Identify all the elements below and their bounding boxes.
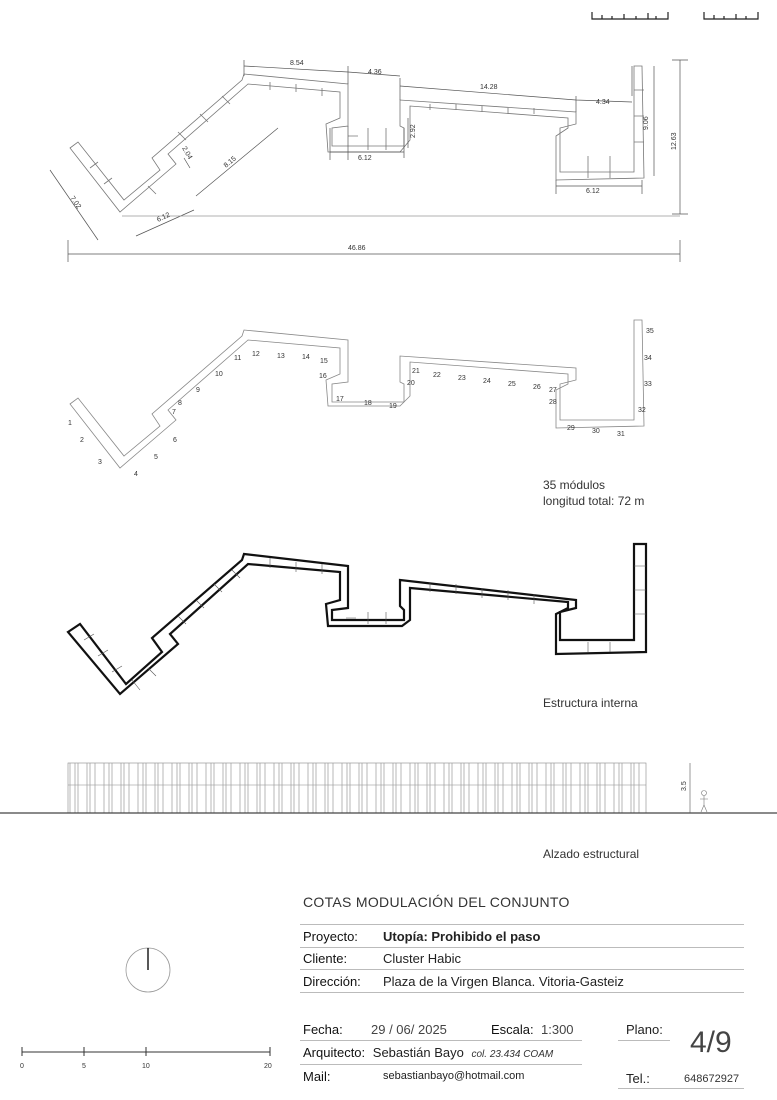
module-number: 7 <box>172 409 176 416</box>
tel-value: 648672927 <box>684 1073 740 1085</box>
scale-20: 20 <box>264 1063 272 1070</box>
dimension-plan: 8.54 4.36 14.28 4.34 9.06 12.63 2.92 6.1… <box>49 59 688 262</box>
module-number: 19 <box>389 403 397 410</box>
client-value: Cluster Habic <box>383 951 462 966</box>
mail-key: Mail: <box>303 1069 331 1084</box>
plan-number: 4/9 <box>690 1026 732 1059</box>
module-plan: 1 2 3 4 5 6 7 8 9 10 11 12 13 14 15 16 1… <box>68 319 654 478</box>
elevation-height: 3.5 <box>681 781 688 791</box>
module-number: 35 <box>646 328 654 335</box>
project-value: Utopía: Prohibido el paso <box>383 929 541 944</box>
module-number: 5 <box>154 454 158 461</box>
module-number: 11 <box>234 355 241 362</box>
module-number: 24 <box>483 378 491 385</box>
module-number: 23 <box>458 375 466 382</box>
dim-2-04: 2.04 <box>180 146 193 161</box>
dim-6-12-a: 6.12 <box>358 155 372 162</box>
dim-6-12-b: 6.12 <box>586 188 600 195</box>
scale-10: 10 <box>142 1063 150 1070</box>
module-number: 29 <box>567 425 575 432</box>
module-number: 30 <box>592 428 600 435</box>
module-number: 8 <box>178 400 182 407</box>
module-number: 26 <box>533 384 541 391</box>
module-number: 12 <box>252 351 260 358</box>
module-number: 25 <box>508 381 516 388</box>
header-scale-marks <box>591 12 759 20</box>
module-number: 13 <box>277 353 285 360</box>
module-number: 21 <box>412 368 420 375</box>
dim-8-54: 8.54 <box>290 60 304 67</box>
module-number: 1 <box>68 420 72 427</box>
dim-7-02: 7.02 <box>68 195 82 210</box>
scale-key: Escala: <box>491 1022 534 1037</box>
project-key: Proyecto: <box>303 929 358 944</box>
architect-value: Sebastián Bayo <box>372 1045 464 1060</box>
module-number: 32 <box>638 407 646 414</box>
elevation-label: Alzado estructural <box>543 847 640 861</box>
module-number: 15 <box>320 358 328 365</box>
structure-label: Estructura interna <box>543 696 638 710</box>
dim-6-12-c: 6.12 <box>156 212 171 224</box>
module-number: 9 <box>196 387 200 394</box>
dim-9-06: 9.06 <box>643 116 650 130</box>
architect-registration: col. 23.434 COAM <box>471 1049 554 1060</box>
address-value: Plaza de la Virgen Blanca. Vitoria-Gaste… <box>383 974 624 989</box>
module-count: 35 módulos <box>543 478 606 492</box>
client-key: Cliente: <box>303 951 348 966</box>
module-number: 28 <box>549 399 557 406</box>
dim-12-63: 12.63 <box>671 132 678 150</box>
module-number: 16 <box>319 373 327 380</box>
architect-key: Arquitecto: <box>303 1045 366 1060</box>
sheet-title: COTAS MODULACIÓN DEL CONJUNTO <box>303 894 570 910</box>
module-number: 3 <box>98 459 102 466</box>
structural-elevation: 3.5 <box>0 762 777 814</box>
date-value: 29 / 06/ 2025 <box>371 1022 447 1037</box>
dim-4-34: 4.34 <box>596 99 610 106</box>
scale-5: 5 <box>82 1063 86 1070</box>
module-number: 34 <box>644 355 652 362</box>
date-key: Fecha: <box>303 1022 343 1037</box>
module-number: 33 <box>644 381 652 388</box>
module-number: 14 <box>302 354 310 361</box>
scale-value: 1:300 <box>541 1022 574 1037</box>
module-number: 20 <box>407 380 415 387</box>
dim-14-28: 14.28 <box>480 84 498 91</box>
scale-0: 0 <box>20 1063 24 1070</box>
plan-key: Plano: <box>626 1022 663 1037</box>
module-number: 4 <box>134 471 138 478</box>
address-key: Dirección: <box>303 974 361 989</box>
dim-46-86: 46.86 <box>348 245 366 252</box>
module-number: 18 <box>364 400 372 407</box>
module-number: 2 <box>80 437 84 444</box>
tel-key: Tel.: <box>626 1071 650 1086</box>
dim-2-92: 2.92 <box>410 124 417 138</box>
module-number: 31 <box>617 431 625 438</box>
structure-plan <box>66 542 648 696</box>
module-number: 10 <box>215 371 223 378</box>
mail-value: sebastianbayo@hotmail.com <box>383 1070 525 1082</box>
module-number: 6 <box>173 437 177 444</box>
scale-bar: 0 5 10 20 <box>20 1047 272 1070</box>
dim-4-36: 4.36 <box>368 69 382 76</box>
north-arrow-icon <box>125 947 171 993</box>
module-number: 22 <box>433 372 441 379</box>
module-number: 17 <box>336 396 344 403</box>
total-length: longitud total: 72 m <box>543 494 645 508</box>
human-figure-icon <box>700 790 708 813</box>
module-number: 27 <box>549 387 557 394</box>
